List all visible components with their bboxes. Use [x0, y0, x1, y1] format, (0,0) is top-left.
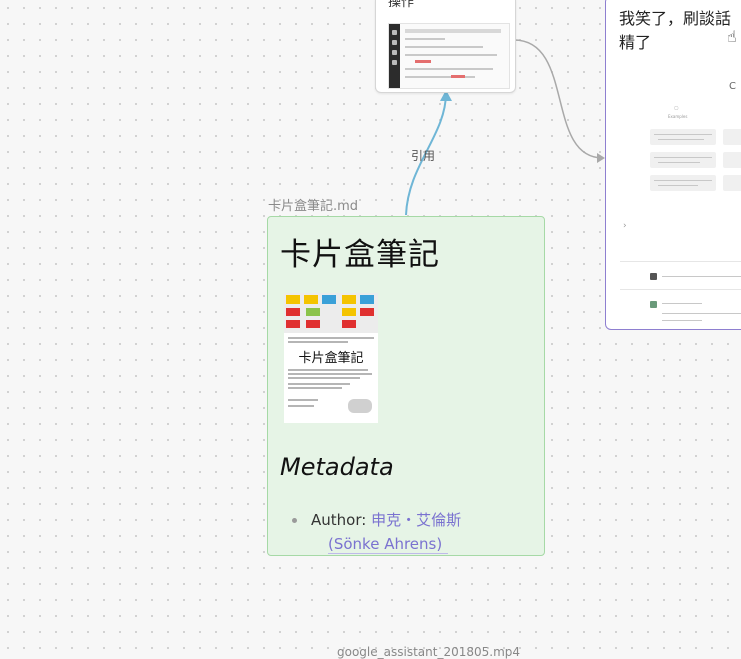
note-title: 卡片盒筆記	[280, 237, 440, 273]
search-icon	[392, 40, 397, 45]
example-text	[658, 162, 700, 163]
user-icon	[650, 273, 657, 280]
book-cover-image: 卡片盒筆記	[284, 293, 378, 423]
example-prompt[interactable]	[723, 152, 741, 168]
cover-note-block	[342, 320, 356, 328]
cover-text-line	[288, 377, 360, 379]
divider	[620, 261, 741, 262]
link-arrowhead	[597, 153, 605, 163]
screenshot-highlight	[451, 75, 465, 78]
search-icon	[392, 30, 397, 35]
note-card[interactable]: 卡片盒筆記 卡片盒筆記 Metadata Author: 申克・艾倫斯 (Sön…	[267, 216, 545, 556]
publisher-logo	[348, 399, 372, 413]
video-file-label[interactable]: google_assistant_201805.mp4	[337, 645, 521, 659]
screenshot-text-line	[405, 38, 445, 40]
cover-note-block	[286, 308, 300, 316]
card-title: 操作	[388, 0, 415, 10]
example-text	[658, 139, 704, 140]
bullet-icon	[292, 518, 297, 523]
reference-arrowhead	[440, 90, 452, 101]
author-link[interactable]: 申克・艾倫斯	[371, 511, 462, 529]
screenshot-sidebar	[389, 24, 400, 88]
cover-text-line	[288, 369, 368, 371]
screenshot-text-line	[405, 46, 483, 48]
chat-card-text-line: 我笑了，刷談話	[619, 9, 732, 28]
document-icon	[392, 50, 397, 55]
example-text	[654, 180, 712, 181]
cover-text-line	[288, 387, 342, 389]
cover-note-block	[286, 295, 300, 304]
metadata-heading: Metadata	[280, 453, 394, 481]
column-label: Examples	[668, 114, 688, 119]
link-edge	[513, 39, 604, 159]
example-prompt[interactable]	[650, 175, 716, 191]
embedded-screenshot	[388, 23, 510, 89]
cover-note-block	[322, 295, 336, 304]
cover-note-block	[342, 308, 356, 316]
chat-message-text	[662, 313, 741, 314]
note-file-label[interactable]: 卡片盒筆記.md	[268, 199, 359, 214]
chat-message-text	[662, 320, 702, 321]
screenshot-search-bar	[405, 29, 501, 33]
cover-note-block	[360, 308, 374, 316]
example-text	[654, 134, 712, 135]
author-key: Author:	[311, 511, 367, 529]
example-prompt[interactable]	[723, 175, 741, 191]
cover-note-block	[304, 295, 318, 304]
chat-message-text	[662, 303, 702, 304]
author-link-en[interactable]: (Sönke Ahrens)	[328, 535, 449, 554]
cover-note-block	[286, 320, 300, 328]
cover-text-line	[288, 383, 350, 385]
screenshot-highlight	[415, 60, 431, 63]
screenshot-text-line	[405, 68, 493, 70]
example-prompt[interactable]	[723, 129, 741, 145]
chat-message-text	[662, 276, 741, 277]
cover-text-line	[288, 341, 348, 343]
example-text	[658, 185, 698, 186]
example-prompt[interactable]	[650, 152, 716, 168]
chat-card-header: C	[729, 81, 736, 92]
cover-title: 卡片盒筆記	[298, 351, 364, 366]
assistant-icon	[650, 301, 657, 308]
cover-note-block	[306, 308, 320, 316]
hand-icon: ☝	[727, 27, 737, 46]
cover-text-line	[288, 399, 318, 401]
chat-card[interactable]: 我笑了，刷談話 精了 ☝ C ◯ Examples ›	[605, 0, 741, 330]
chat-card-text: 我笑了，刷談話 精了	[619, 7, 731, 55]
cover-text-line	[288, 337, 374, 339]
chevron-right-icon[interactable]: ›	[623, 221, 627, 231]
cover-note-block	[342, 295, 356, 304]
cover-note-block	[306, 320, 320, 328]
author-list-item: Author: 申克・艾倫斯	[292, 509, 461, 530]
divider	[620, 289, 741, 290]
screenshot-text-line	[405, 76, 475, 78]
search-icon: ◯	[674, 105, 679, 110]
cover-text-line	[288, 405, 314, 407]
gear-icon	[392, 60, 397, 65]
example-prompt[interactable]	[650, 129, 716, 145]
example-text	[654, 157, 712, 158]
screenshot-text-line	[405, 54, 497, 56]
embedded-screenshot-card[interactable]: 操作	[375, 0, 516, 93]
edge-label: 引用	[411, 149, 436, 163]
cover-note-block	[360, 295, 374, 304]
reference-edge	[405, 92, 447, 216]
chat-card-text-line: 精了	[619, 33, 652, 52]
cover-text-line	[288, 373, 372, 375]
